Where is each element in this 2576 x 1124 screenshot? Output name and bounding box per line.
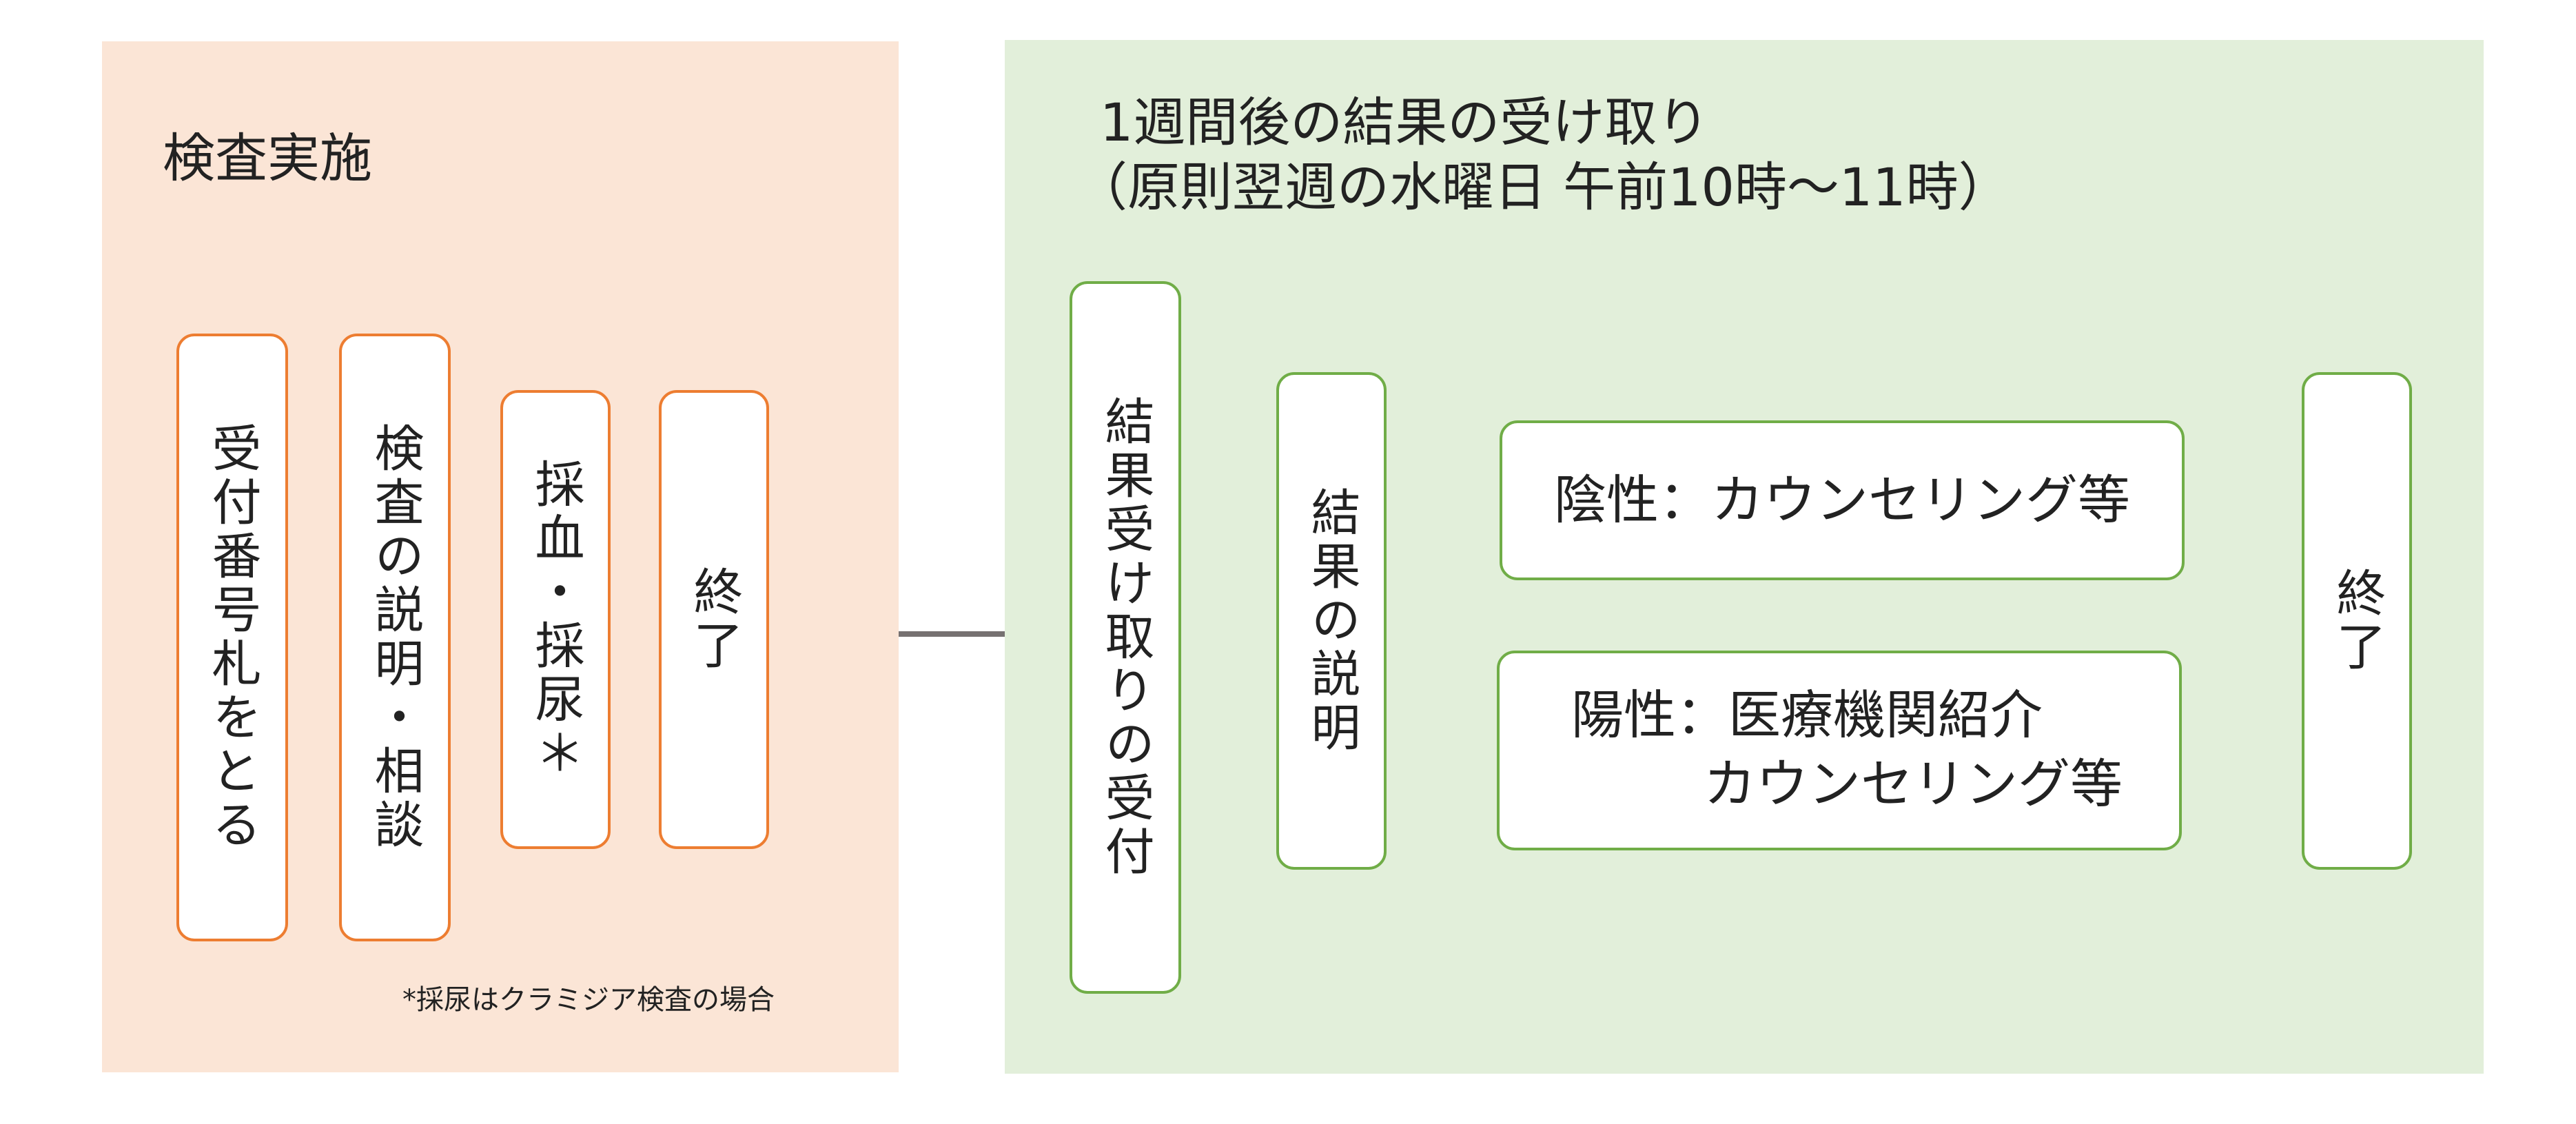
result-title-line2: （原則翌週の水曜日 午前10時～11時） (1075, 156, 2011, 218)
positive-outcome-label-line1: 陽性：医療機関紹介 (1571, 684, 2043, 746)
urine-test-note: *採尿はクラミジア検査の場合 (402, 984, 775, 1016)
result-explanation: 結果の説明 (1276, 372, 1387, 870)
step-inspection-end-label: 終了 (685, 566, 743, 673)
step-explanation-consultation: 検査の説明・相談 (339, 334, 451, 941)
inspection-title: 検査実施 (163, 127, 372, 189)
positive-outcome: 陽性：医療機関紹介 カウンセリング等 (1497, 651, 2182, 850)
negative-outcome: 陰性：カウンセリング等 (1500, 420, 2185, 580)
step-take-ticket: 受付番号札をとる (176, 334, 288, 941)
result-end: 終了 (2302, 372, 2412, 870)
negative-outcome-label: 陰性：カウンセリング等 (1554, 469, 2130, 531)
step-take-ticket-label: 受付番号札をとる (203, 422, 261, 852)
step-blood-urine-sampling-label: 採血・採尿＊ (527, 458, 584, 781)
result-explanation-label: 結果の説明 (1302, 487, 1360, 755)
result-title-line1: 1週間後の結果の受け取り (1100, 92, 1710, 153)
step-blood-urine-sampling: 採血・採尿＊ (500, 390, 611, 849)
step-inspection-end: 終了 (659, 390, 769, 849)
result-receive-reception: 結果受け取りの受付 (1070, 281, 1181, 994)
positive-outcome-label-line2: カウンセリング等 (1704, 753, 2123, 815)
result-end-label: 終了 (2328, 567, 2386, 675)
result-receive-reception-label: 結果受け取りの受付 (1096, 396, 1154, 879)
step-explanation-consultation-label: 検査の説明・相談 (366, 422, 424, 852)
